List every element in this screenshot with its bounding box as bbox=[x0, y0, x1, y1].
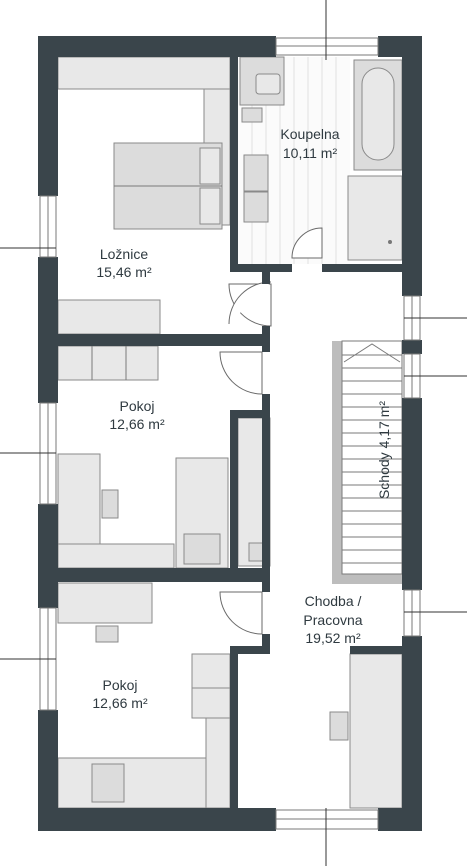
walls bbox=[38, 36, 422, 831]
doors bbox=[219, 227, 323, 635]
room-area-pokoj-2: 12,66 m² bbox=[92, 695, 148, 711]
room-name-pokoj-1: Pokoj bbox=[119, 398, 154, 414]
bathroom-fixtures bbox=[239, 56, 403, 261]
room-name-loznice: Ložnice bbox=[100, 246, 148, 262]
room1-wardrobe bbox=[57, 345, 159, 381]
double-bed bbox=[113, 142, 223, 230]
room-name-koupelna: Koupelna bbox=[280, 126, 339, 142]
room-name-chodba-line2: Pracovna bbox=[303, 612, 362, 628]
room-name-pokoj-2: Pokoj bbox=[102, 677, 137, 693]
bedroom-desk bbox=[57, 299, 161, 335]
room2-shelves bbox=[191, 653, 231, 809]
staircase bbox=[332, 340, 403, 584]
room-label-schody: Schody 4,17 m² bbox=[376, 401, 392, 499]
bedroom-wardrobe bbox=[57, 56, 231, 90]
room2-bed bbox=[57, 757, 207, 809]
room-area-loznice: 15,46 m² bbox=[96, 264, 152, 280]
room1-desk bbox=[57, 453, 175, 569]
room-area-koupelna: 10,11 m² bbox=[283, 145, 338, 161]
room1-bed bbox=[175, 457, 229, 569]
room-name-chodba-line1: Chodba / bbox=[305, 593, 362, 609]
room-area-pokoj-1: 12,66 m² bbox=[109, 416, 165, 432]
room-area-chodba: 19,52 m² bbox=[305, 630, 361, 646]
